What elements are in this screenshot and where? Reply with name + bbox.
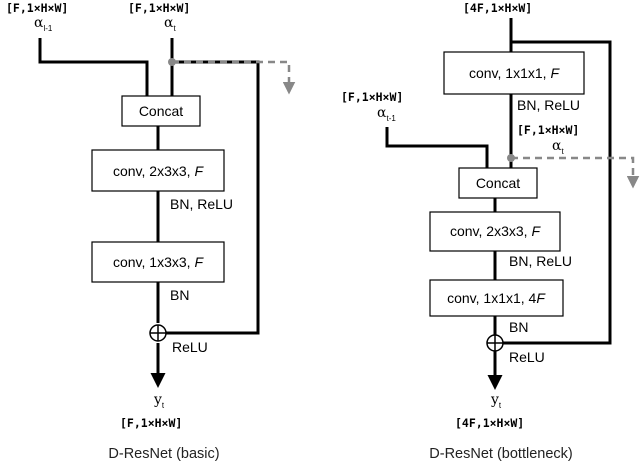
basic-branch-dot (168, 58, 176, 66)
basic-output-shape: [F,1×H×W] (120, 416, 182, 430)
basic-add-icon (149, 324, 167, 342)
bottleneck-conv0-label: conv, 1x1x1, F (469, 65, 560, 81)
basic-input-prev-shape: [F,1×H×W] (6, 1, 68, 15)
bottleneck-add-icon (486, 334, 504, 352)
bottleneck-skip-wire (503, 40, 612, 345)
basic-concat-box (121, 95, 201, 127)
bottleneck-input-cur-alpha: αt (552, 138, 564, 156)
bottleneck-caption: D-ResNet (bottleneck) (429, 446, 572, 462)
bottleneck-output-shape: [4F,1×H×W] (455, 416, 524, 430)
bottleneck-conv1-box (429, 211, 561, 252)
bottleneck-block: [4F,1×H×W] conv, 1x1x1, F BN, ReLU [F,1×… (341, 1, 640, 462)
basic-input-cur-shape: [F,1×H×W] (128, 1, 190, 15)
bottleneck-output-y: yt (490, 392, 502, 410)
bottleneck-conv2-label: conv, 1x1x1, 4F (447, 290, 546, 306)
basic-concat-label: Concat (139, 103, 183, 119)
bottleneck-act2-label: BN (509, 319, 528, 335)
bottleneck-branch-dot (507, 154, 515, 162)
basic-conv2-label: conv, 1x3x3, F (113, 254, 204, 270)
bottleneck-input-prev-shape: [F,1×H×W] (341, 90, 403, 104)
bottleneck-concat-box (458, 167, 538, 199)
basic-act2-label: BN (170, 287, 189, 303)
bottleneck-dashed-alpha-out (511, 156, 640, 189)
basic-relu-label: ReLU (172, 339, 208, 355)
basic-input-cur-alpha: αt (164, 15, 176, 33)
bottleneck-conv0-box (443, 51, 585, 95)
basic-act1-label: BN, ReLU (170, 196, 233, 212)
basic-block: [F,1×H×W] αl-1 [F,1×H×W] αt Concat conv,… (6, 1, 296, 462)
basic-conv1-box (91, 149, 225, 192)
bottleneck-conv2-box (429, 279, 564, 317)
basic-output-y: yt (153, 392, 165, 410)
bottleneck-conv1-label: conv, 2x3x3, F (450, 223, 541, 239)
basic-dashed-alpha-out (172, 60, 296, 95)
bottleneck-wire-prev (385, 127, 489, 168)
basic-wire-prev (38, 38, 149, 96)
basic-conv2-box (91, 241, 225, 283)
basic-input-prev-alpha: αl-1 (34, 15, 53, 33)
basic-caption: D-ResNet (basic) (108, 446, 219, 462)
bottleneck-act0-label: BN, ReLU (517, 97, 580, 113)
basic-conv1-label: conv, 2x3x3, F (113, 163, 204, 179)
bottleneck-concat-label: Concat (476, 175, 520, 191)
bottleneck-act1-label: BN, ReLU (509, 253, 572, 269)
bottleneck-input-prev-alpha: αt-1 (377, 105, 396, 123)
bottleneck-input-top-shape: [4F,1×H×W] (463, 1, 532, 15)
bottleneck-relu-label: ReLU (509, 349, 545, 365)
bottleneck-input-cur-shape: [F,1×H×W] (517, 123, 579, 137)
